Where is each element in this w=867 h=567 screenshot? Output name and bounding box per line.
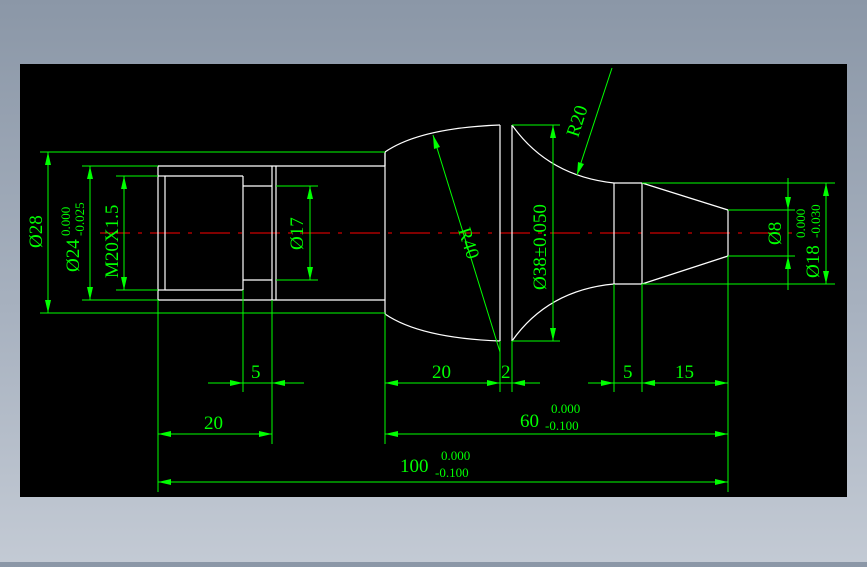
dim-dia18-upper: 0.000	[793, 209, 808, 238]
dim-len100-upper: 0.000	[441, 448, 470, 463]
dim-len20-left: 20	[204, 413, 223, 434]
dim-len60-upper: 0.000	[551, 401, 580, 416]
dim-len2: 2	[501, 362, 511, 383]
dim-len15: 15	[675, 362, 694, 383]
dim-dia24-upper: 0.000	[58, 207, 73, 236]
dimension-lines	[40, 67, 835, 492]
dim-dia28: Ø28	[26, 215, 47, 248]
dim-thread: M20X1.5	[102, 205, 123, 278]
part-outline	[157, 124, 729, 342]
dim-dia24-label: Ø24	[63, 239, 84, 272]
dim-len5-left: 5	[251, 362, 261, 383]
dim-len60-lower: -0.100	[545, 418, 579, 433]
dim-len5-right: 5	[623, 362, 633, 383]
drawing-canvas	[20, 64, 847, 497]
dim-len100-lower: -0.100	[435, 465, 469, 480]
dim-dia18-label: Ø18	[803, 245, 824, 278]
dimension-arrows	[45, 125, 829, 485]
dim-dia17: Ø17	[287, 217, 308, 250]
dim-dia8: Ø8	[765, 222, 786, 245]
dim-len60: 60	[520, 411, 539, 432]
dim-len20-mid: 20	[432, 362, 451, 383]
dim-dia24-lower: -0.025	[72, 202, 87, 236]
dim-len100: 100	[400, 456, 429, 477]
dim-dia38: Ø38±0.050	[530, 204, 551, 290]
dim-dia18-lower: -0.030	[808, 204, 823, 238]
